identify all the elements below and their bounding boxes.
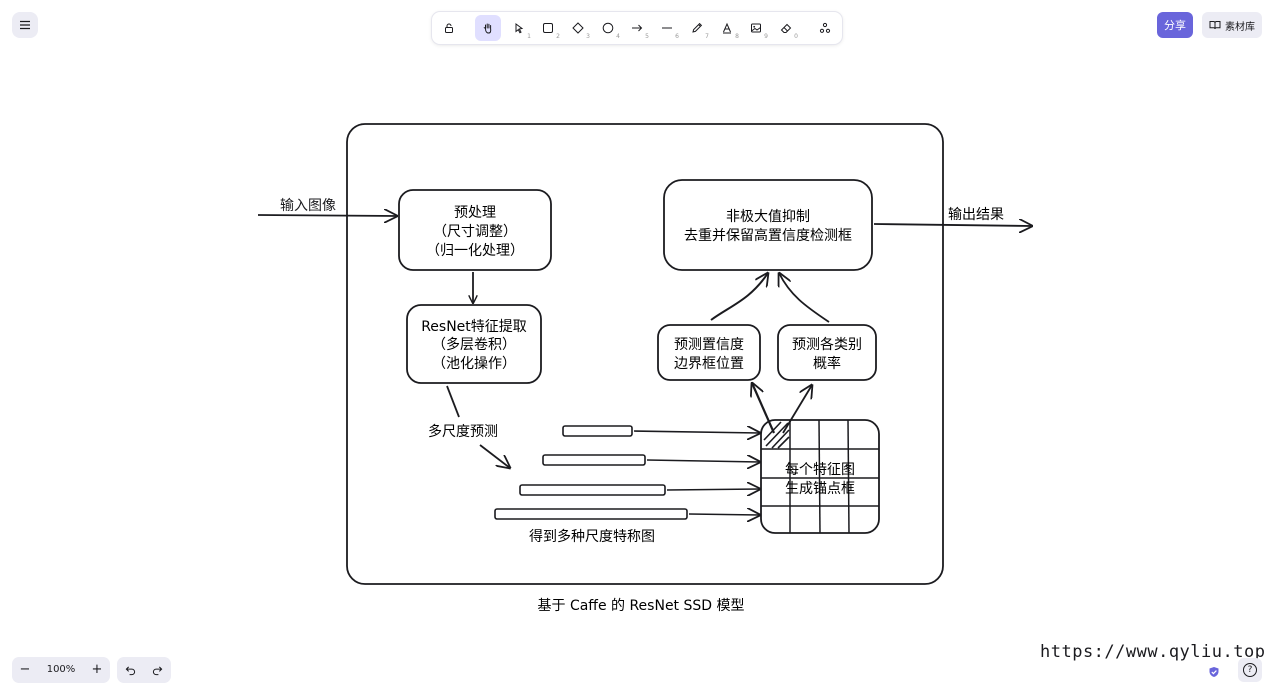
zoom-in-button[interactable]: + [91, 662, 103, 677]
input-label: 输入图像 [280, 198, 336, 214]
preprocess-line-3: （归一化处理） [426, 242, 524, 259]
image-tool-button[interactable]: 9 [743, 15, 769, 41]
hand-icon [483, 23, 492, 34]
line-icon [662, 27, 672, 29]
outer-frame[interactable] [346, 123, 944, 585]
text-icon [723, 22, 731, 34]
selection-icon [515, 23, 524, 34]
book-icon [1209, 21, 1221, 30]
resnet-line-1: ResNet特征提取 [421, 319, 527, 335]
pencil-tool-button[interactable]: 7 [684, 15, 710, 41]
zoom-controls: − 100% + [12, 657, 110, 683]
confidence-to-nms-arrow[interactable] [710, 273, 768, 321]
ellipse-icon [602, 22, 614, 34]
text-tool-button[interactable]: 8 [714, 15, 740, 41]
confidence-line-2: 边界框位置 [674, 356, 744, 372]
library-button[interactable]: 素材库 [1202, 12, 1262, 38]
bar-to-grid-arrow[interactable] [633, 431, 760, 433]
zoom-level[interactable]: 100% [46, 664, 76, 675]
preprocess-line-2: （尺寸调整） [433, 224, 517, 240]
ellipse-tool-button[interactable]: 4 [595, 15, 621, 41]
resnet-to-multiscale-line[interactable] [446, 385, 460, 418]
classes-to-nms-arrow[interactable] [779, 273, 830, 323]
main-toolbar: 1 2 3 4 5 6 7 8 9 0 [432, 12, 842, 44]
anchor-grid[interactable] [760, 419, 880, 534]
undo-button[interactable] [117, 657, 143, 683]
rectangle-tool-button[interactable]: 2 [535, 15, 561, 41]
input-arrow[interactable] [257, 215, 397, 216]
feature-map-bar[interactable] [562, 425, 633, 437]
redo-button[interactable] [144, 657, 170, 683]
menu-button[interactable] [12, 12, 38, 38]
shield-check-icon [1209, 667, 1219, 677]
arrow-icon [632, 24, 643, 32]
multiscale-label: 多尺度预测 [428, 423, 498, 440]
bar-to-grid-arrow[interactable] [646, 460, 760, 462]
extra-tools-button[interactable] [812, 15, 838, 41]
diagram-caption: 基于 Caffe 的 ResNet SSD 模型 [538, 597, 745, 614]
redo-icon [152, 666, 162, 676]
bar-to-grid-arrow[interactable] [688, 514, 760, 515]
resnet-line-2: （多层卷积） [432, 336, 516, 353]
lock-tool-button[interactable] [436, 15, 462, 41]
help-button[interactable]: ? [1238, 658, 1262, 682]
line-tool-button[interactable]: 6 [654, 15, 680, 41]
confidence-line-1: 预测置信度 [674, 337, 744, 353]
share-button[interactable]: 分享 [1157, 12, 1193, 38]
lock-icon [445, 23, 453, 33]
nms-box[interactable] [663, 179, 873, 271]
classes-box[interactable] [777, 324, 877, 381]
grid-to-confidence-arrow[interactable] [752, 383, 776, 434]
undo-redo-controls [117, 657, 171, 683]
eraser-tool-button[interactable]: 0 [773, 15, 799, 41]
rectangle-icon [543, 23, 553, 33]
hamburger-icon [20, 20, 30, 30]
selection-tool-button[interactable]: 1 [506, 15, 532, 41]
feature-map-bar[interactable] [542, 454, 646, 466]
grid-to-classes-arrow[interactable] [782, 385, 812, 434]
feature-maps-label: 得到多种尺度特称图 [529, 528, 655, 545]
watermark-url: https://www.qyliu.top [1040, 642, 1266, 662]
resnet-box[interactable] [406, 304, 542, 384]
extra-tools-icon [819, 22, 831, 33]
classes-line-2: 概率 [813, 355, 841, 372]
feature-map-bar[interactable] [519, 484, 666, 496]
feature-map-bar[interactable] [494, 508, 688, 520]
output-label: 输出结果 [948, 207, 1004, 223]
hand-tool-button[interactable] [475, 15, 501, 41]
nms-line-1: 非极大值抑制 [726, 209, 810, 225]
classes-line-1: 预测各类别 [792, 337, 862, 353]
pencil-icon [692, 22, 703, 33]
diamond-icon [572, 22, 584, 34]
undo-icon [125, 666, 135, 676]
anchor-line-2: 生成锚点框 [785, 481, 855, 497]
diamond-tool-button[interactable]: 3 [565, 15, 591, 41]
resnet-line-3: （池化操作） [432, 356, 516, 372]
preprocess-box[interactable] [398, 189, 552, 271]
library-label: 素材库 [1225, 21, 1255, 33]
zoom-out-button[interactable]: − [19, 662, 31, 677]
preprocess-line-1: 预处理 [454, 205, 496, 221]
confidence-box[interactable] [657, 324, 761, 381]
nms-line-2: 去重并保留高置信度检测框 [684, 227, 852, 244]
multiscale-arrow[interactable] [479, 444, 510, 468]
eraser-icon [780, 23, 792, 33]
image-icon [751, 23, 761, 33]
help-icon: ? [1243, 663, 1257, 677]
bar-to-grid-arrow[interactable] [666, 489, 760, 490]
anchor-line-1: 每个特征图 [785, 462, 855, 478]
arrow-tool-button[interactable]: 5 [624, 15, 650, 41]
output-arrow[interactable] [873, 224, 1032, 226]
